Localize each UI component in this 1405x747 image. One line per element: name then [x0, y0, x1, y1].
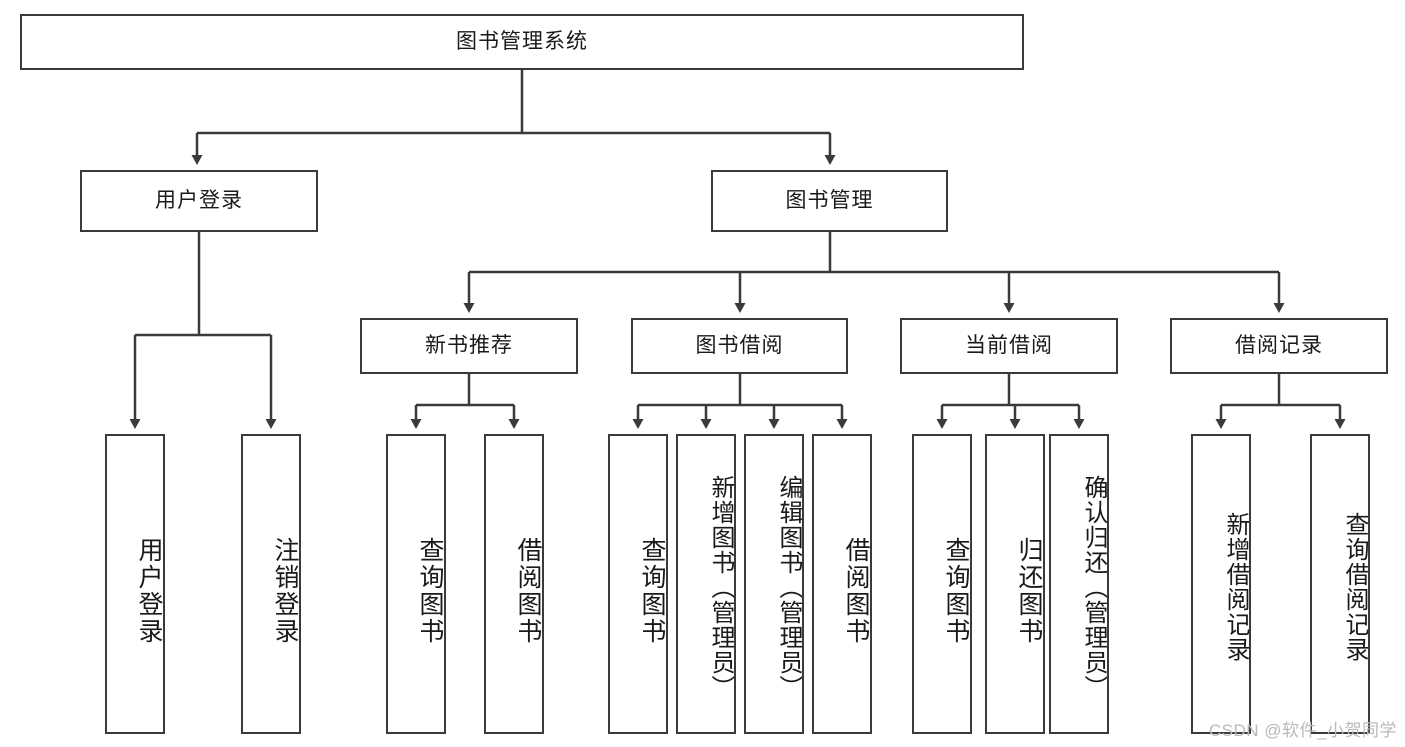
node-label: 用户登录 [135, 537, 163, 645]
node-leaf-return-book[interactable]: 归还图书 [985, 434, 1045, 734]
node-current-borrow[interactable]: 当前借阅 [900, 318, 1118, 374]
node-label: 注销登录 [271, 537, 299, 645]
node-root-book-management-system[interactable]: 图书管理系统 [20, 14, 1024, 70]
node-leaf-borrow-book[interactable]: 借阅图书 [812, 434, 872, 734]
node-label: 图书管理 [785, 188, 874, 212]
node-label: 查询图书 [638, 537, 666, 645]
node-leaf-query-book-current[interactable]: 查询图书 [912, 434, 972, 734]
node-leaf-query-book-recommend[interactable]: 查询图书 [386, 434, 446, 734]
node-label: 查询借阅记录 [1341, 512, 1368, 662]
node-label: 借阅图书 [842, 537, 870, 645]
watermark-text: CSDN @软件_小贺同学 [1208, 721, 1397, 740]
node-leaf-query-borrow-record[interactable]: 查询借阅记录 [1310, 434, 1370, 734]
node-label: 图书借阅 [695, 333, 784, 357]
node-leaf-query-book-borrow[interactable]: 查询图书 [608, 434, 668, 734]
node-label: 当前借阅 [965, 333, 1053, 357]
node-user-login[interactable]: 用户登录 [80, 170, 318, 232]
node-label: 新书推荐 [425, 333, 513, 357]
node-label: 图书管理系统 [456, 29, 588, 53]
node-leaf-confirm-return-admin[interactable]: 确认归还（管理员） [1049, 434, 1109, 734]
node-leaf-user-login[interactable]: 用户登录 [105, 434, 165, 734]
node-leaf-edit-book-admin[interactable]: 编辑图书（管理员） [744, 434, 804, 734]
node-new-book-recommend[interactable]: 新书推荐 [360, 318, 578, 374]
node-label: 查询图书 [942, 537, 970, 645]
node-borrow-record[interactable]: 借阅记录 [1170, 318, 1388, 374]
node-book-management[interactable]: 图书管理 [711, 170, 948, 232]
node-label: 新增图书（管理员） [707, 474, 734, 700]
node-leaf-add-book-admin[interactable]: 新增图书（管理员） [676, 434, 736, 734]
node-label: 借阅图书 [514, 537, 542, 645]
node-leaf-add-borrow-record[interactable]: 新增借阅记录 [1191, 434, 1251, 734]
node-label: 新增借阅记录 [1222, 512, 1249, 662]
node-label: 借阅记录 [1235, 333, 1323, 357]
node-label: 归还图书 [1015, 537, 1043, 645]
node-leaf-borrow-book-recommend[interactable]: 借阅图书 [484, 434, 544, 734]
node-book-borrow[interactable]: 图书借阅 [631, 318, 848, 374]
node-label: 确认归还（管理员） [1080, 474, 1107, 700]
node-label: 查询图书 [416, 537, 444, 645]
node-label: 用户登录 [155, 188, 243, 212]
node-leaf-user-logout[interactable]: 注销登录 [241, 434, 301, 734]
node-label: 编辑图书（管理员） [775, 474, 802, 700]
